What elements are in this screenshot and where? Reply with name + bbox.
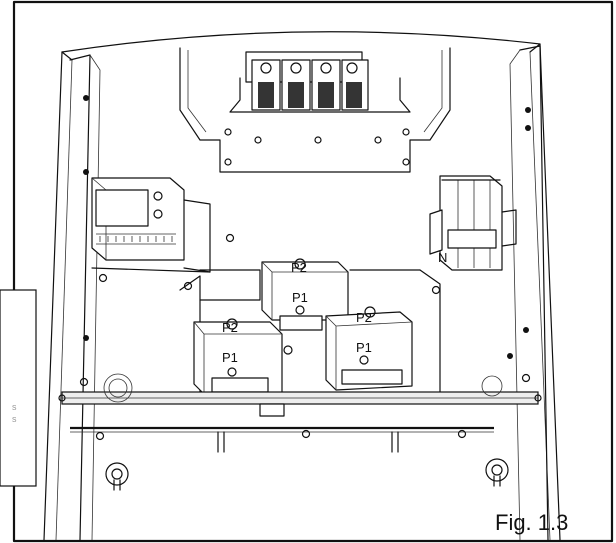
side-note-1: s bbox=[12, 402, 17, 412]
side-note-2: s bbox=[12, 414, 17, 424]
current-transformer-right: P2 P1 bbox=[325, 306, 413, 391]
fixing-screws bbox=[83, 95, 531, 359]
mounting-holes bbox=[79, 373, 531, 441]
ct-right-p2-label: P2 bbox=[356, 310, 372, 325]
current-transformer-left: P2 P1 bbox=[193, 318, 293, 395]
neutral-label: N bbox=[438, 250, 447, 265]
figure-frame bbox=[12, 0, 614, 543]
energy-meter-module bbox=[91, 177, 235, 283]
ct-left-p2-label: P2 bbox=[222, 320, 238, 335]
left-rail bbox=[69, 54, 101, 541]
side-panel bbox=[0, 289, 37, 487]
horizontal-bar bbox=[58, 391, 542, 433]
top-bracket bbox=[179, 47, 451, 173]
ct-right-p1-label: P1 bbox=[356, 340, 372, 355]
ct-top-p2-label: P2 bbox=[291, 260, 307, 275]
terminal-pins bbox=[217, 431, 399, 453]
right-rail bbox=[509, 45, 549, 541]
figure-caption: Fig. 1.3 bbox=[495, 510, 568, 535]
current-transformer-top: P2 P1 bbox=[261, 258, 349, 331]
circuit-breakers: N bbox=[429, 175, 517, 271]
ct-left-p1-label: P1 bbox=[222, 350, 238, 365]
cable-glands bbox=[105, 458, 509, 491]
ct-top-p1-label: P1 bbox=[292, 290, 308, 305]
main-terminal-block bbox=[245, 51, 369, 111]
